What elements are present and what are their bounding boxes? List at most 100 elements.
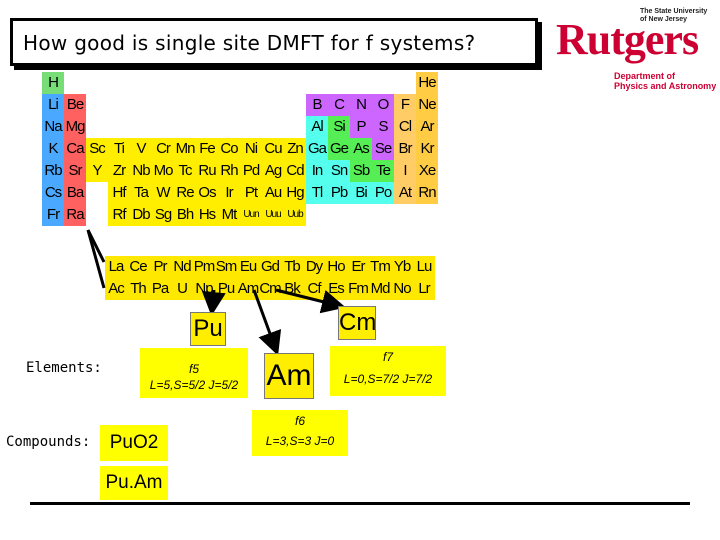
config-am-f: f6 <box>294 414 305 428</box>
element-cm: Cm <box>338 306 376 340</box>
element-cell-sg: Sg <box>152 204 174 226</box>
compound-puam: Pu.Am <box>100 466 168 500</box>
element-cell-rh: Rh <box>218 160 240 182</box>
logo-name: Rutgers <box>556 15 699 64</box>
element-cell-ag: Ag <box>262 160 284 182</box>
element-cell-bi: Bi <box>350 182 372 204</box>
element-cell-na: Na <box>42 116 64 138</box>
element-cell-cr: Cr <box>152 138 174 160</box>
element-cell-tm: Tm <box>369 256 391 278</box>
element-cell-s: S <box>372 116 394 138</box>
link-line <box>86 229 106 289</box>
arrow-cm <box>275 288 346 314</box>
element-cell-fr: Fr <box>42 204 64 226</box>
element-cell-rb: Rb <box>42 160 64 182</box>
compounds-label: Compounds: <box>6 434 91 450</box>
element-cell-w: W <box>152 182 174 204</box>
element-cell-tb: Tb <box>281 256 303 278</box>
arrow-am <box>252 289 282 356</box>
element-cell-he: He <box>416 72 438 94</box>
element-cell-fm: Fm <box>347 278 369 300</box>
logo-department: Department of Physics and Astronomy <box>614 71 716 91</box>
element-cell-h: H <box>42 72 64 94</box>
element-cell-te: Te <box>372 160 394 182</box>
element-cell-hf: Hf <box>108 182 130 204</box>
element-cell-in: In <box>306 160 328 182</box>
element-cell-db: Db <box>130 204 152 226</box>
element-cell-dy: Dy <box>303 256 325 278</box>
element-cell-ce: Ce <box>127 256 149 278</box>
element-cell-ti: Ti <box>108 138 130 160</box>
element-cell-os: Os <box>196 182 218 204</box>
element-cell-rn: Rn <box>416 182 438 204</box>
element-cell-u: U <box>171 278 193 300</box>
element-cell-al: Al <box>306 116 328 138</box>
element-cell-ho: Ho <box>325 256 347 278</box>
element-cell-br: Br <box>394 138 416 160</box>
element-cell-ge: Ge <box>328 138 350 160</box>
element-cell-se: Se <box>372 138 394 160</box>
element-cell-co: Co <box>218 138 240 160</box>
element-cell-zn: Zn <box>284 138 306 160</box>
element-am: Am <box>264 353 314 399</box>
element-cell-ta: Ta <box>130 182 152 204</box>
logo-dept-line2: Physics and Astronomy <box>614 81 717 91</box>
element-cell-ru: Ru <box>196 160 218 182</box>
element-cell-pb: Pb <box>328 182 350 204</box>
element-cell-sb: Sb <box>350 160 372 182</box>
element-cell-p: P <box>350 116 372 138</box>
element-cell-hs: Hs <box>196 204 218 226</box>
element-cell-sr: Sr <box>64 160 86 182</box>
element-cell-mn: Mn <box>174 138 196 160</box>
element-cell-fe: Fe <box>196 138 218 160</box>
element-cell-pt: Pt <box>240 182 262 204</box>
compound-puo2: PuO2 <box>100 425 168 461</box>
element-cell-hg: Hg <box>284 182 306 204</box>
element-cell-at: At <box>394 182 416 204</box>
logo-university-line2: of New Jersey <box>640 16 688 23</box>
element-cell-pm: Pm <box>193 256 215 278</box>
element-cell-n: N <box>350 94 372 116</box>
element-cell-ar: Ar <box>416 116 438 138</box>
element-cell-ra: Ra <box>64 204 86 226</box>
element-cell-ba: Ba <box>64 182 86 204</box>
element-cell-zr: Zr <box>108 160 130 182</box>
element-cell-nb: Nb <box>130 160 152 182</box>
element-cell-pr: Pr <box>149 256 171 278</box>
element-cell-nd: Nd <box>171 256 193 278</box>
element-cell-xe: Xe <box>416 160 438 182</box>
element-cell-lu: Lu <box>413 256 435 278</box>
logo-university: The State University of New Jersey <box>640 8 707 24</box>
config-cm-terms: L=0,S=7/2 J=7/2 <box>343 372 433 386</box>
element-cell-yb: Yb <box>391 256 413 278</box>
element-cell-sc: Sc <box>86 138 108 160</box>
element-cell-cl: Cl <box>394 116 416 138</box>
element-cell-cf: Cf <box>303 278 325 300</box>
element-cell-b: B <box>306 94 328 116</box>
element-cell-ca: Ca <box>64 138 86 160</box>
element-pu: Pu <box>190 312 226 346</box>
logo-university-line1: The State University <box>640 8 708 15</box>
element-cell-kr: Kr <box>416 138 438 160</box>
element-cell-sm: Sm <box>215 256 237 278</box>
element-cell-ac: Ac <box>105 278 127 300</box>
element-cell-v: V <box>130 138 152 160</box>
element-cell-la: La <box>105 256 127 278</box>
element-cell-au: Au <box>262 182 284 204</box>
element-cell-c: C <box>328 94 350 116</box>
element-cell-no: No <box>391 278 413 300</box>
elements-label: Elements: <box>26 360 102 376</box>
element-cell-cs: Cs <box>42 182 64 204</box>
element-cell-uun: Uun <box>240 204 262 226</box>
element-cell-cu: Cu <box>262 138 284 160</box>
element-cell-er: Er <box>347 256 369 278</box>
element-cell-ga: Ga <box>306 138 328 160</box>
config-pu-f: f5 <box>188 362 199 376</box>
arrow-pu <box>201 289 226 316</box>
element-cell-re: Re <box>174 182 196 204</box>
element-cell-f: F <box>394 94 416 116</box>
element-cell-sn: Sn <box>328 160 350 182</box>
element-cell-rf: Rf <box>108 204 130 226</box>
element-cell-k: K <box>42 138 64 160</box>
slide-title: How good is single site DMFT for f syste… <box>23 31 476 55</box>
